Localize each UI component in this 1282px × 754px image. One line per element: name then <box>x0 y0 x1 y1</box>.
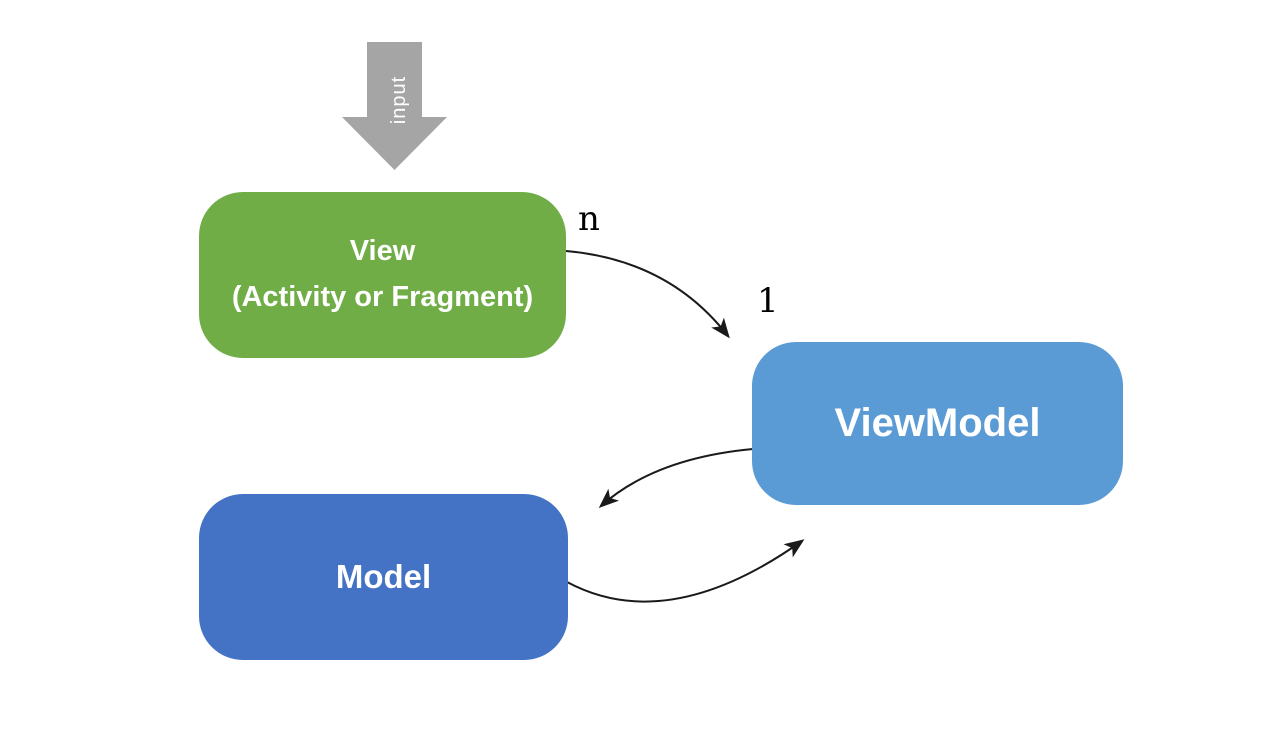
node-viewmodel: ViewModel <box>752 342 1123 505</box>
input-arrow-label: input <box>388 76 410 124</box>
input-down-arrow-icon <box>342 42 447 170</box>
node-model: Model <box>199 494 568 660</box>
input-arrow: input <box>342 42 447 170</box>
edge-viewmodel-to-model <box>598 448 754 508</box>
node-viewmodel-label: ViewModel <box>834 401 1041 445</box>
node-view-label-line1: View <box>349 235 416 268</box>
edge-multiplicity-one-label: 1 <box>757 281 779 321</box>
edge-view-to-viewmodel <box>565 250 730 339</box>
node-model-label: Model <box>335 558 432 595</box>
node-view-label-line2: (Activity or Fragment) <box>231 281 534 313</box>
edge-multiplicity-n-label: n <box>578 199 600 239</box>
node-view: View (Activity or Fragment) <box>199 192 566 358</box>
edge-model-to-viewmodel <box>566 539 805 603</box>
